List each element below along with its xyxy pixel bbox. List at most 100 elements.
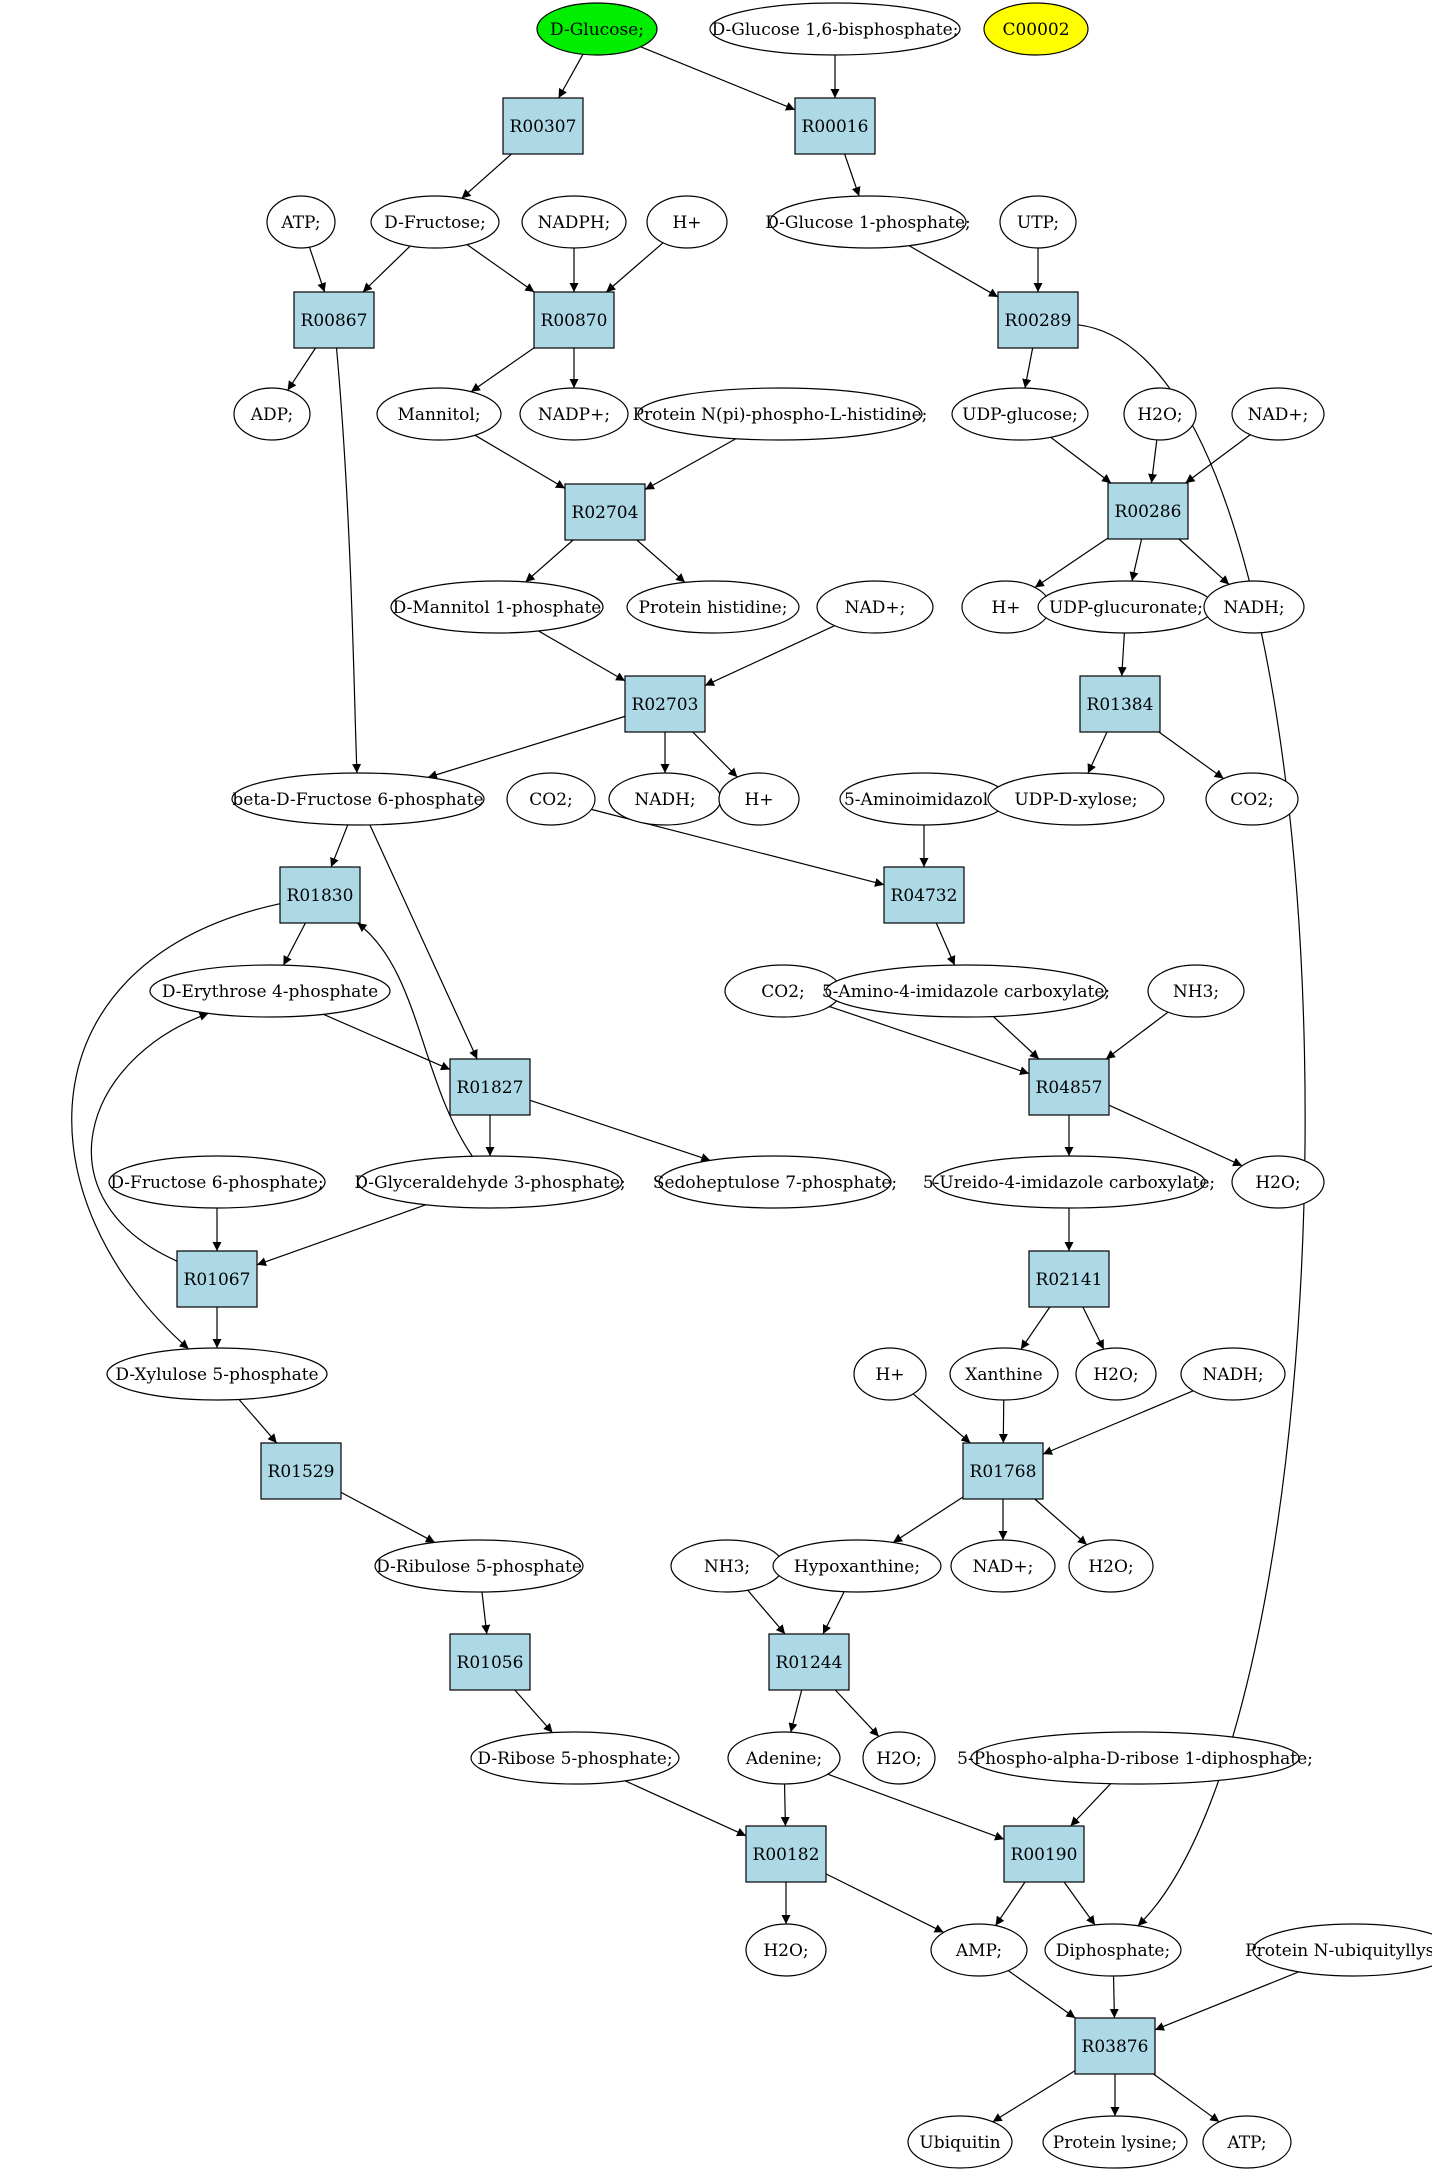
metabolite-d-glucose-1-6-bisphosphate[interactable]: D-Glucose 1,6-bisphosphate; [709,2,961,56]
metabolite-h2o[interactable]: H2O; [745,1923,827,1977]
reaction-r00870[interactable]: R00870 [533,291,615,349]
metabolite-protein-n-pi-phospho-l-histidine[interactable]: Protein N(pi)-phospho-L-histidine; [633,387,928,441]
reaction-r01830[interactable]: R01830 [279,866,361,924]
metabolite-nad[interactable]: NAD+; [816,580,934,634]
edge-arrow [308,246,326,293]
reaction-box [997,291,1079,349]
metabolite-d-erythrose-4-phosphate[interactable]: D-Erythrose 4-phosphate [149,964,391,1018]
reaction-r04732[interactable]: R04732 [883,866,965,924]
metabolite-d-mannitol-1-phosphate[interactable]: D-Mannitol 1-phosphate [390,580,604,634]
metabolite-h2o[interactable]: H2O; [862,1731,936,1785]
reaction-r00016[interactable]: R00016 [794,97,876,155]
reaction-r01384[interactable]: R01384 [1079,675,1161,733]
metabolite-nad[interactable]: NAD+; [1231,387,1325,441]
metabolite-h2o[interactable]: H2O; [1231,1155,1325,1209]
edge-arrow [1158,731,1224,780]
reaction-label: R01067 [184,1270,251,1290]
metabolite-d-ribulose-5-phosphate[interactable]: D-Ribulose 5-phosphate [374,1539,584,1593]
reaction-r00307[interactable]: R00307 [502,97,584,155]
reaction-r01827[interactable]: R01827 [449,1058,531,1116]
metabolite-5-amino-4-imidazole-carboxylate[interactable]: 5-Amino-4-imidazole carboxylate; [822,964,1110,1018]
metabolite-ellipse [266,195,336,249]
metabolite-hypoxanthine[interactable]: Hypoxanthine; [772,1539,942,1593]
metabolite-protein-histidine[interactable]: Protein histidine; [626,580,800,634]
reaction-r00867[interactable]: R00867 [293,291,375,349]
metabolite-5-phospho-alpha-d-ribose-1-diphosphate[interactable]: 5-Phospho-alpha-D-ribose 1-diphosphate; [957,1731,1313,1785]
reaction-label: R03876 [1082,2037,1149,2057]
reaction-box [883,866,965,924]
metabolite-d-ribose-5-phosphate[interactable]: D-Ribose 5-phosphate; [470,1731,680,1785]
metabolite-5-aminoimidazole[interactable]: 5-Aminoimidazole; [839,772,1009,826]
metabolite-nadph[interactable]: NADPH; [521,195,627,249]
metabolite-nadp[interactable]: NADP+; [519,387,629,441]
reaction-r02141[interactable]: R02141 [1028,1250,1110,1308]
metabolite-atp[interactable]: ATP; [1202,2115,1292,2169]
metabolite-nh3[interactable]: NH3; [670,1539,784,1593]
reaction-r01067[interactable]: R01067 [176,1250,258,1308]
reaction-r04857[interactable]: R04857 [1028,1058,1110,1116]
reaction-box [794,97,876,155]
reaction-label: R01827 [457,1078,524,1098]
metabolite-udp-glucose[interactable]: UDP-glucose; [951,387,1089,441]
metabolite-h2o[interactable]: H2O; [1123,387,1197,441]
metabolite-d-xylulose-5-phosphate[interactable]: D-Xylulose 5-phosphate [106,1347,328,1401]
metabolite-d-fructose-6-phosphate[interactable]: D-Fructose 6-phosphate; [108,1155,326,1209]
metabolite-co2[interactable]: CO2; [506,772,596,826]
reaction-box [1028,1250,1110,1308]
metabolite-ubiquitin[interactable]: Ubiquitin [907,2115,1013,2169]
metabolite-h[interactable]: H+ [646,195,728,249]
reaction-r02704[interactable]: R02704 [564,483,646,541]
metabolite-h2o[interactable]: H2O; [1075,1347,1157,1401]
metabolite-mannitol[interactable]: Mannitol; [376,387,502,441]
metabolite-atp[interactable]: ATP; [266,195,336,249]
metabolite-amp[interactable]: AMP; [930,1923,1028,1977]
metabolite-nad[interactable]: NAD+; [950,1539,1056,1593]
edge-arrow [992,1016,1040,1060]
metabolite-sedoheptulose-7-phosphate[interactable]: Sedoheptulose 7-phosphate; [653,1155,897,1209]
metabolite-h2o[interactable]: H2O; [1068,1539,1154,1593]
reaction-r00182[interactable]: R00182 [745,1825,827,1883]
metabolite-utp[interactable]: UTP; [999,195,1077,249]
metabolite-adenine[interactable]: Adenine; [727,1731,841,1785]
metabolite-udp-glucuronate[interactable]: UDP-glucuronate; [1037,580,1215,634]
metabolite-c00002[interactable]: C00002 [983,2,1089,56]
metabolite-beta-d-fructose-6-phosphate[interactable]: beta-D-Fructose 6-phosphate [231,772,485,826]
metabolite-co2[interactable]: CO2; [1205,772,1299,826]
metabolite-d-fructose[interactable]: D-Fructose; [370,195,500,249]
metabolite-d-glucose[interactable]: D-Glucose; [536,2,658,56]
metabolite-nadh[interactable]: NADH; [1180,1347,1286,1401]
reaction-r02703[interactable]: R02703 [624,675,706,733]
metabolite-d-glucose-1-phosphate[interactable]: D-Glucose 1-phosphate; [765,195,971,249]
metabolite-h[interactable]: H+ [961,580,1051,634]
reaction-r01056[interactable]: R01056 [449,1633,531,1691]
metabolite-label: NAD+; [845,598,906,618]
reaction-r01768[interactable]: R01768 [962,1442,1044,1500]
metabolite-udp-d-xylose[interactable]: UDP-D-xylose; [987,772,1165,826]
reaction-r01529[interactable]: R01529 [260,1442,342,1500]
metabolite-xanthine[interactable]: Xanthine [949,1347,1059,1401]
metabolite-h[interactable]: H+ [853,1347,927,1401]
metabolite-adp[interactable]: ADP; [233,387,311,441]
metabolite-protein-lysine[interactable]: Protein lysine; [1042,2115,1188,2169]
metabolite-5-ureido-4-imidazole-carboxylate[interactable]: 5-Ureido-4-imidazole carboxylate; [923,1155,1215,1209]
metabolite-ellipse [951,387,1089,441]
metabolite-label: NADH; [1202,1365,1263,1385]
edge-arrow [1154,1971,1300,2031]
metabolite-nh3[interactable]: NH3; [1147,964,1245,1018]
edge-arrow [788,1689,803,1733]
metabolite-d-glyceraldehyde-3-phosphate[interactable]: D-Glyceraldehyde 3-phosphate; [354,1155,626,1209]
reaction-r00286[interactable]: R00286 [1107,482,1189,540]
metabolite-label: CO2; [761,982,805,1002]
metabolite-nadh[interactable]: NADH; [1203,580,1305,634]
edge-arrow [822,1591,845,1635]
edge-arrow [1034,1498,1088,1546]
reaction-r00190[interactable]: R00190 [1003,1825,1085,1883]
metabolite-diphosphate[interactable]: Diphosphate; [1044,1923,1182,1977]
reaction-r01244[interactable]: R01244 [768,1633,850,1691]
metabolite-nadh[interactable]: NADH; [608,772,722,826]
reaction-r00289[interactable]: R00289 [997,291,1079,349]
metabolite-h[interactable]: H+ [718,772,800,826]
metabolite-protein-n-ubiquityllysine[interactable]: Protein N-ubiquityllysine [1245,1923,1432,1977]
edge-arrow [1070,1783,1112,1827]
reaction-r03876[interactable]: R03876 [1074,2017,1156,2075]
